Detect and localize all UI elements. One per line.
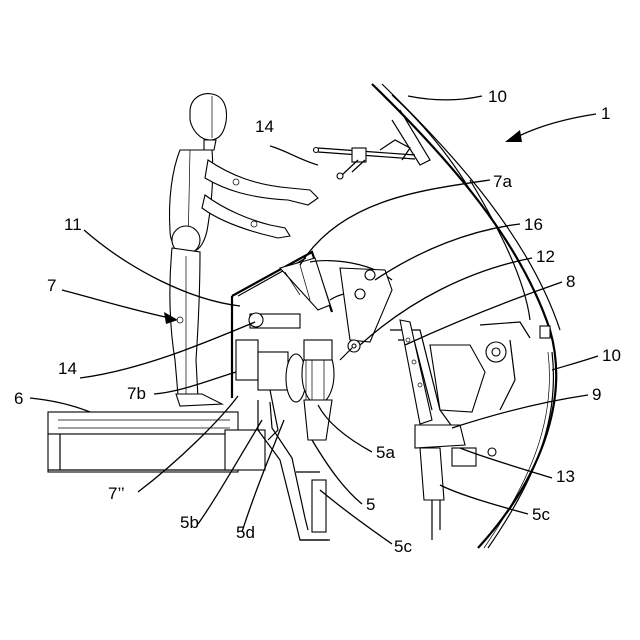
label-16: 16 <box>524 215 543 234</box>
label-11: 11 <box>64 215 82 234</box>
label-7pp: 7’’ <box>108 484 125 503</box>
label-8: 8 <box>566 272 575 291</box>
label-6: 6 <box>14 389 23 408</box>
label-5b: 5b <box>180 513 199 532</box>
floor-panel <box>48 412 265 472</box>
label-14-left: 14 <box>58 359 77 378</box>
label-7b: 7b <box>127 384 146 403</box>
label-5a: 5a <box>376 443 395 462</box>
label-14-top: 14 <box>255 117 274 136</box>
lining-support <box>390 320 550 540</box>
label-5c-right: 5c <box>532 505 550 524</box>
drive-mechanism <box>236 313 352 440</box>
label-9: 9 <box>592 385 601 404</box>
label-5d: 5d <box>236 523 255 542</box>
label-1: 1 <box>601 104 610 123</box>
label-12: 12 <box>536 247 555 266</box>
label-10-top: 10 <box>488 87 507 106</box>
label-13: 13 <box>556 467 575 486</box>
label-7a: 7a <box>493 172 512 191</box>
label-5c-bottom: 5c <box>394 537 412 556</box>
label-7: 7 <box>47 276 56 295</box>
label-5: 5 <box>366 495 375 514</box>
overhead-handle <box>314 140 416 179</box>
leader-lines <box>30 96 598 544</box>
label-10-right: 10 <box>602 346 621 365</box>
